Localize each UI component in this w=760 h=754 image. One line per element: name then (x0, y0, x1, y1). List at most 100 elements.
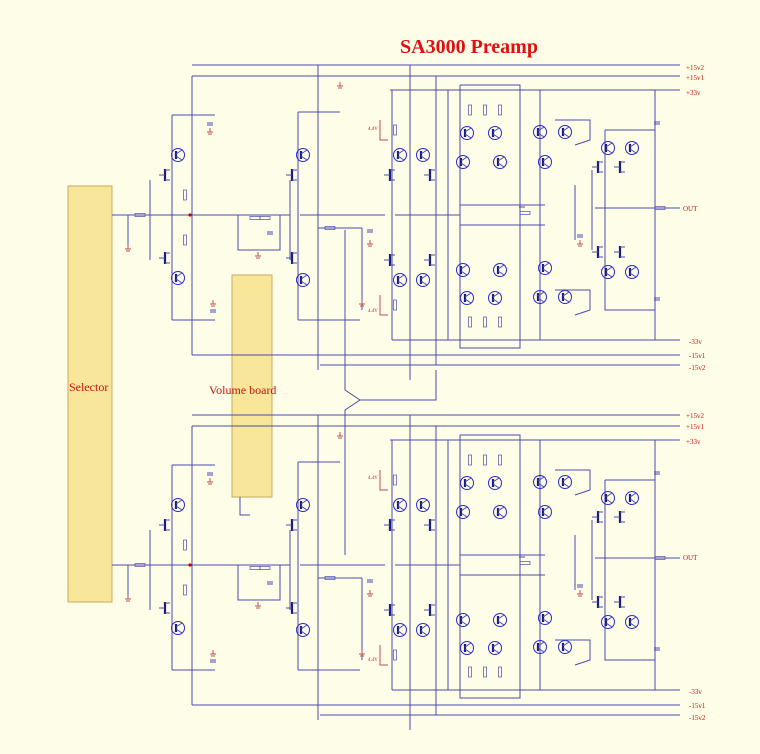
transistor-body (538, 261, 552, 275)
ground-symbol (337, 432, 343, 439)
wire (555, 289, 591, 316)
transistor-symbol (601, 265, 615, 279)
transistor-symbol (558, 640, 572, 654)
jfet-leads (614, 511, 625, 523)
ground-symbol (210, 300, 216, 307)
jfet-leads (592, 596, 603, 608)
transistor-symbol (171, 271, 185, 285)
jfet-leads (384, 519, 395, 531)
transistor-body (625, 491, 639, 505)
ground-symbol (207, 128, 213, 135)
rail-label-top-15v1: +15v1 (686, 74, 704, 82)
transistor-symbol (625, 265, 639, 279)
transistor-symbol (416, 148, 430, 162)
transistor-body (456, 263, 470, 277)
jfet-leads (384, 254, 395, 266)
transistor-leads (562, 291, 570, 303)
transistor-symbol (456, 155, 470, 169)
transistor-symbol (493, 155, 507, 169)
transistor-leads (175, 149, 183, 161)
resistor (519, 211, 531, 215)
transistor-body (171, 148, 185, 162)
capacitor (577, 234, 583, 238)
wire (379, 120, 388, 141)
transistor-leads (300, 499, 308, 511)
channel-bottom (112, 414, 680, 730)
capacitor (367, 579, 373, 583)
bias-label-bot-lower: 4.4V (368, 658, 378, 663)
resistor (498, 316, 502, 328)
transistor-body (488, 476, 502, 490)
wire (555, 639, 591, 666)
transistor-symbol (460, 641, 474, 655)
volume-board-label: Volume board (209, 383, 276, 397)
transistor-symbol (460, 476, 474, 490)
resistor (249, 566, 261, 570)
resistor (259, 566, 271, 570)
jfet-symbol (286, 169, 297, 181)
transistor-body (493, 155, 507, 169)
jfet-symbol (286, 602, 297, 614)
transistor-body (296, 498, 310, 512)
resistor (393, 649, 397, 661)
transistor-body (538, 155, 552, 169)
volume-to-bottom-wire (239, 497, 250, 516)
transistor-body (538, 505, 552, 519)
bias-label-top-upper: 4.4V (368, 127, 378, 132)
resistor (483, 104, 487, 116)
output-label-top: OUT (683, 205, 698, 213)
transistor-leads (300, 149, 308, 161)
transistor-leads (605, 266, 613, 278)
jfet-symbol (286, 252, 297, 264)
ground-symbol (210, 650, 216, 657)
transistor-leads (420, 274, 428, 286)
transistor-symbol (558, 125, 572, 139)
jfet-symbol (159, 602, 170, 614)
capacitor (577, 584, 583, 588)
transistor-body (538, 611, 552, 625)
resistor (393, 124, 397, 136)
output-label-bot: OUT (683, 554, 698, 562)
transistor-body (493, 263, 507, 277)
transistor-body (456, 613, 470, 627)
transistor-leads (420, 624, 428, 636)
transistor-body (488, 126, 502, 140)
transistor-symbol (558, 475, 572, 489)
transistor-symbol (488, 126, 502, 140)
transistor-symbol (488, 641, 502, 655)
jfet-symbol (384, 254, 395, 266)
transistor-body (601, 615, 615, 629)
jfet-leads (384, 604, 395, 616)
transistor-symbol (416, 273, 430, 287)
transistor-body (296, 148, 310, 162)
transistor-leads (537, 641, 545, 653)
transistor-leads (464, 642, 472, 654)
rail-label-bot-33v: +33v (686, 438, 701, 446)
transistor-leads (300, 624, 308, 636)
transistor-leads (542, 156, 550, 168)
rail-label-top-neg15v1: -15v1 (689, 352, 706, 360)
jfet-leads (286, 519, 297, 531)
jfet-leads (159, 519, 170, 531)
jfet-symbol (614, 161, 625, 173)
jfet-leads (424, 254, 435, 266)
capacitor (207, 122, 213, 126)
transistor-symbol (601, 141, 615, 155)
transistor-symbol (296, 498, 310, 512)
transistor-leads (420, 499, 428, 511)
transistor-symbol (493, 505, 507, 519)
jfet-leads (424, 519, 435, 531)
transistor-symbol (493, 263, 507, 277)
transistor-body (393, 498, 407, 512)
wire (237, 565, 281, 601)
transistor-symbol (538, 261, 552, 275)
resistor (468, 104, 472, 116)
rail-label-bot-15v2: +15v2 (686, 412, 704, 420)
jfet-leads (159, 169, 170, 181)
transistor-body (601, 491, 615, 505)
transistor-leads (397, 499, 405, 511)
transistor-leads (492, 477, 500, 489)
rail-label-bot-neg15v1: -15v1 (689, 702, 706, 710)
resistor (498, 666, 502, 678)
